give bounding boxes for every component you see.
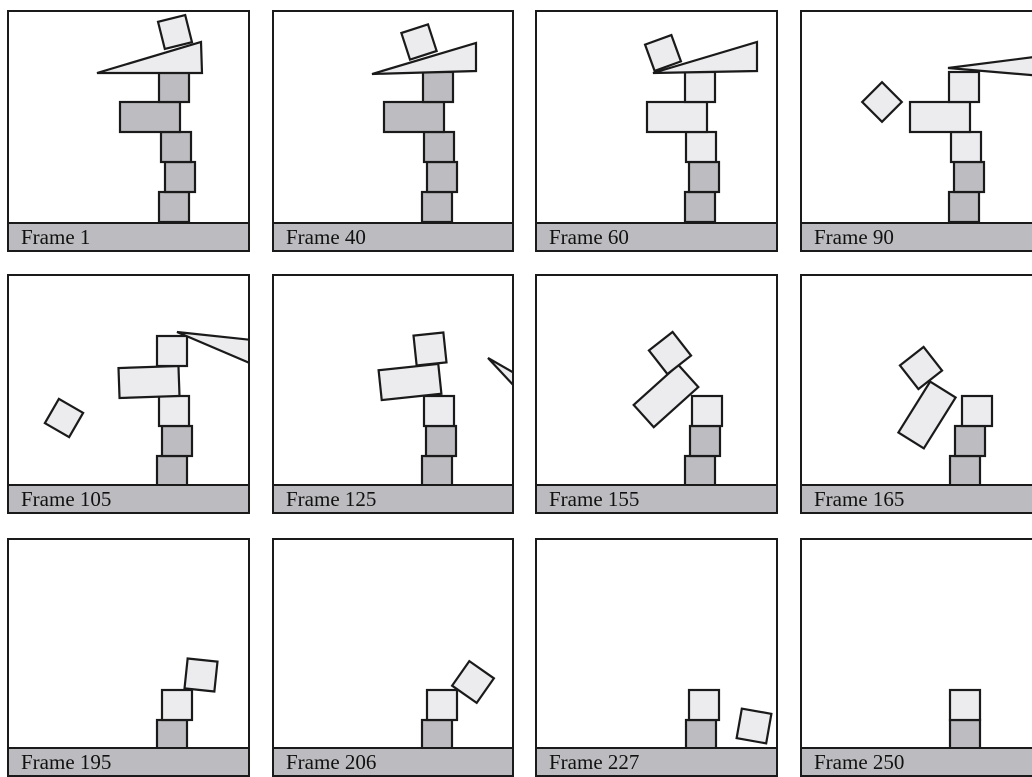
block	[427, 690, 457, 720]
block	[689, 162, 719, 192]
block	[422, 720, 452, 750]
block	[426, 426, 456, 456]
block	[162, 426, 192, 456]
block	[692, 396, 722, 426]
frame-panel-1: Frame 1	[7, 10, 250, 252]
block	[162, 690, 192, 720]
frame-panel-250: Frame 250	[800, 538, 1032, 777]
frame-panel-105: Frame 105	[7, 274, 250, 514]
frame-panel-90: Frame 90	[800, 10, 1032, 252]
block	[422, 456, 452, 486]
block	[158, 15, 192, 49]
wedge-block	[488, 358, 514, 388]
block	[949, 72, 979, 102]
frame-label: Frame 105	[21, 486, 111, 512]
frame-label: Frame 125	[286, 486, 376, 512]
block	[634, 365, 699, 427]
block	[427, 162, 457, 192]
frame-label: Frame 1	[21, 224, 90, 250]
frame-label: Frame 165	[814, 486, 904, 512]
block	[118, 366, 179, 398]
block	[379, 364, 442, 400]
frame-label: Frame 227	[549, 749, 639, 775]
block-tower-scene	[537, 540, 778, 777]
block	[120, 102, 180, 132]
block-tower-scene	[274, 12, 514, 252]
block-tower-scene	[802, 276, 1032, 514]
block	[949, 192, 979, 222]
block	[649, 332, 691, 374]
block-tower-scene	[802, 12, 1032, 252]
frame-label: Frame 90	[814, 224, 894, 250]
block	[910, 102, 970, 132]
frame-panel-165: Frame 165	[800, 274, 1032, 514]
block	[157, 720, 187, 750]
block	[401, 24, 436, 59]
block	[647, 102, 707, 132]
frame-panel-206: Frame 206	[272, 538, 514, 777]
frame-panel-125: Frame 125	[272, 274, 514, 514]
block-tower-scene	[537, 276, 778, 514]
block	[157, 456, 187, 486]
wedge-block	[97, 42, 202, 73]
frame-panel-195: Frame 195	[7, 538, 250, 777]
block	[414, 333, 447, 366]
block	[159, 192, 189, 222]
block-tower-scene	[9, 12, 250, 252]
frame-label: Frame 206	[286, 749, 376, 775]
block	[689, 690, 719, 720]
block-tower-scene	[9, 540, 250, 777]
block	[686, 720, 716, 750]
frame-label: Frame 195	[21, 749, 111, 775]
block	[862, 82, 902, 122]
block	[185, 659, 218, 692]
block	[950, 690, 980, 720]
frame-label: Frame 60	[549, 224, 629, 250]
block	[161, 132, 191, 162]
frame-label: Frame 155	[549, 486, 639, 512]
block	[424, 396, 454, 426]
frame-panel-40: Frame 40	[272, 10, 514, 252]
block	[424, 132, 454, 162]
block	[955, 426, 985, 456]
block-tower-scene	[537, 12, 778, 252]
frame-label: Frame 40	[286, 224, 366, 250]
block-tower-scene	[274, 276, 514, 514]
block-tower-scene	[802, 540, 1032, 777]
block	[686, 132, 716, 162]
block	[384, 102, 444, 132]
block	[950, 720, 980, 750]
block	[900, 347, 942, 389]
frame-panel-60: Frame 60	[535, 10, 778, 252]
frame-label: Frame 250	[814, 749, 904, 775]
block	[962, 396, 992, 426]
block	[898, 382, 955, 449]
block	[423, 72, 453, 102]
block	[690, 426, 720, 456]
block	[159, 396, 189, 426]
block	[45, 399, 83, 437]
block	[685, 72, 715, 102]
block-tower-scene	[9, 276, 250, 514]
frame-panel-227: Frame 227	[535, 538, 778, 777]
block	[685, 192, 715, 222]
block	[157, 336, 187, 366]
block	[737, 709, 772, 744]
frame-panel-155: Frame 155	[535, 274, 778, 514]
block	[954, 162, 984, 192]
block	[685, 456, 715, 486]
block	[159, 72, 189, 102]
block-tower-scene	[274, 540, 514, 777]
block	[422, 192, 452, 222]
block	[452, 661, 494, 703]
block	[950, 456, 980, 486]
block	[165, 162, 195, 192]
block	[951, 132, 981, 162]
